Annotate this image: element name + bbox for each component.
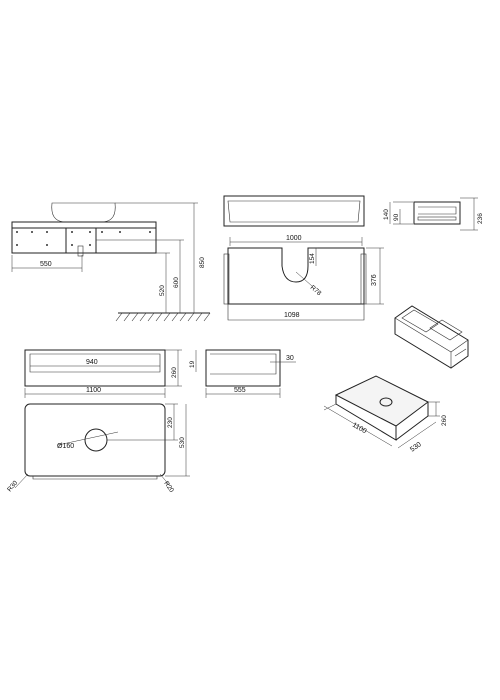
dim-r78: R78 bbox=[309, 284, 323, 297]
dim-30: 30 bbox=[286, 355, 294, 362]
front-section-view: 940 260 1100 bbox=[24, 349, 182, 398]
iso-basin-hole bbox=[379, 397, 393, 407]
dim-600: 600 bbox=[173, 277, 180, 288]
drain-pipe bbox=[77, 245, 84, 257]
dim-236: 236 bbox=[477, 213, 484, 224]
dim-1098: 1098 bbox=[284, 312, 300, 319]
front-elevation-view: 550 520 600 850 bbox=[11, 202, 211, 322]
dim-376: 376 bbox=[371, 274, 378, 286]
dim-260-front: 260 bbox=[171, 367, 178, 378]
dim-r20: R20 bbox=[162, 480, 175, 494]
dim-530-iso: 530 bbox=[409, 441, 423, 453]
dim-555: 555 bbox=[234, 387, 246, 394]
dim-19: 19 bbox=[189, 360, 196, 368]
basin-bowl bbox=[51, 202, 116, 223]
dim-260-iso: 260 bbox=[441, 415, 448, 426]
drawer-isometric-view bbox=[394, 305, 469, 369]
hinge-dots bbox=[16, 231, 151, 246]
dim-940: 940 bbox=[86, 359, 98, 366]
dim-dia-160: Ø160 bbox=[57, 443, 74, 450]
dim-1100-iso: 1100 bbox=[351, 422, 368, 436]
dim-154: 154 bbox=[309, 253, 316, 264]
plan-view-basin: 1000 154 R78 376 1098 bbox=[223, 235, 384, 321]
counter-band bbox=[11, 221, 157, 229]
cabinet-body bbox=[11, 227, 157, 254]
side-section-view: 30 19 555 bbox=[189, 349, 296, 398]
plan-view-top bbox=[223, 195, 365, 227]
dim-1100-front: 1100 bbox=[86, 387, 101, 394]
dim-520: 520 bbox=[159, 285, 166, 296]
dim-850: 850 bbox=[199, 257, 206, 268]
dim-r30: R30 bbox=[6, 479, 19, 493]
dim-550: 550 bbox=[40, 261, 52, 268]
basin-hole bbox=[84, 428, 108, 452]
countertop-elevation bbox=[223, 195, 365, 227]
top-plan-view: Ø160 230 530 R30 R20 bbox=[6, 403, 190, 494]
dim-140: 140 bbox=[383, 209, 390, 220]
floor-hatch bbox=[115, 312, 211, 322]
dim-90: 90 bbox=[393, 213, 400, 221]
basin-plan-outline bbox=[227, 247, 365, 305]
isometric-countertop: 1100 530 260 bbox=[323, 375, 448, 454]
drawer-side-section: 140 90 236 bbox=[383, 197, 484, 231]
iso-top-face bbox=[334, 375, 429, 427]
dim-230: 230 bbox=[167, 417, 174, 428]
dim-530-plan: 530 bbox=[179, 437, 186, 448]
dim-1000: 1000 bbox=[286, 235, 302, 242]
